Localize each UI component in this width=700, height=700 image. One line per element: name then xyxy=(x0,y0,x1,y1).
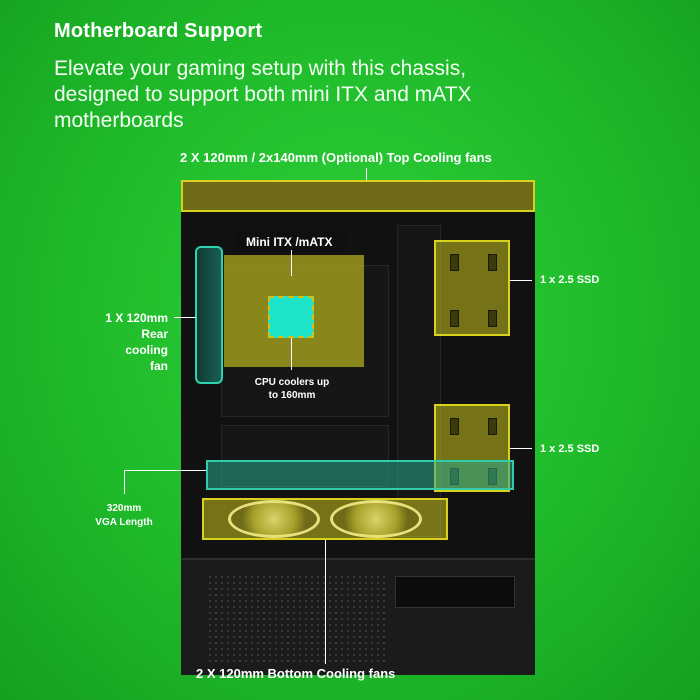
rear-fan-label-4: fan xyxy=(150,359,168,373)
bottom-fan-1 xyxy=(228,500,320,538)
rear-fan xyxy=(195,246,223,384)
rear-fan-leader xyxy=(174,317,196,318)
ssd-top-label: 1 x 2.5 SSD xyxy=(540,274,600,286)
ssd-top xyxy=(434,240,510,336)
ssd-bottom-label: 1 x 2.5 SSD xyxy=(540,443,600,455)
cpu-socket xyxy=(268,296,314,338)
rear-fan-label-1: 1 X 120mm xyxy=(105,311,168,325)
top-fans-label: 2 X 120mm / 2x140mm (Optional) Top Cooli… xyxy=(180,150,492,165)
bottom-fans-leader xyxy=(325,540,326,664)
ssd-top-leader xyxy=(510,280,532,281)
ssd-bottom-hole xyxy=(450,418,459,435)
cpu-leader xyxy=(291,338,292,370)
rear-fan-label-2: Rear xyxy=(141,327,168,341)
top-fans-leader xyxy=(366,168,367,182)
page-subtitle: Elevate your gaming setup with this chas… xyxy=(54,57,472,132)
rear-fan-label-3: cooling xyxy=(125,343,168,357)
ssd-top-hole xyxy=(488,254,497,271)
bottom-fans-label: 2 X 120mm Bottom Cooling fans xyxy=(196,666,396,681)
vga-leader-h xyxy=(124,470,206,471)
psu-mesh xyxy=(207,574,387,666)
vga-card-area xyxy=(206,460,514,490)
motherboard-label: Mini ITX /mATX xyxy=(246,235,333,249)
top-fan-bay xyxy=(181,180,535,212)
motherboard-leader xyxy=(291,250,292,276)
vga-label-2: VGA Length xyxy=(95,517,153,528)
vga-label-1: 320mm xyxy=(106,503,142,514)
bottom-fan-2 xyxy=(330,500,422,538)
page-title: Motherboard Support xyxy=(54,20,263,42)
ssd-bottom-hole xyxy=(488,418,497,435)
ssd-top-hole xyxy=(450,254,459,271)
cpu-cooler-label: CPU coolers up to 160mm xyxy=(254,377,330,401)
vga-leader-v xyxy=(124,470,125,494)
ssd-top-hole xyxy=(450,310,459,327)
mb-label-bg xyxy=(236,230,346,252)
front-io-panel xyxy=(395,576,515,608)
ssd-bottom-leader xyxy=(510,448,532,449)
ssd-top-hole xyxy=(488,310,497,327)
